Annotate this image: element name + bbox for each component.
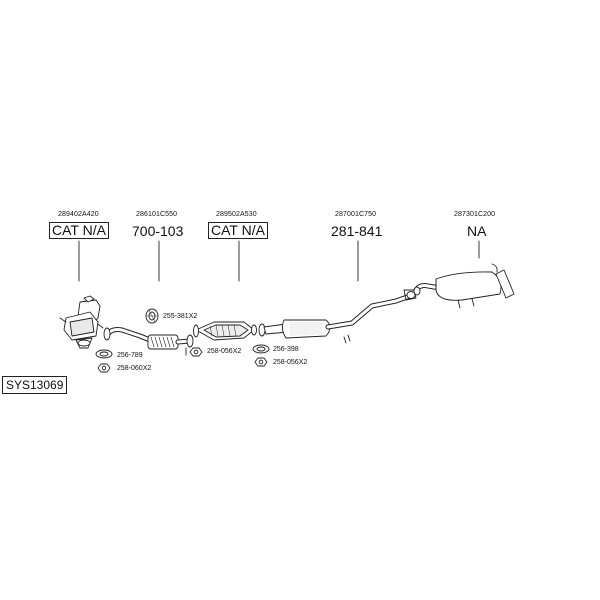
center-pipe-silencer <box>258 289 417 344</box>
hardware-label-1: 255-381X2 <box>163 313 198 320</box>
rear-silencer <box>413 263 515 309</box>
leader-lines <box>78 240 480 282</box>
part-reference-2: 700-103 <box>132 223 184 239</box>
part-reference-1: CAT N/A <box>49 222 109 239</box>
front-catalytic-converter <box>59 295 104 349</box>
nut-icon-258-056-b <box>254 357 268 367</box>
hardware-label-3: 258-060X2 <box>117 365 152 372</box>
oem-number-4: 287001C750 <box>335 211 377 218</box>
nut-icon-258-056-a <box>189 347 203 357</box>
oem-number-5: 287301C200 <box>454 211 496 218</box>
oem-number-3: 289502A530 <box>216 211 257 218</box>
hardware-label-4: 258-056X2 <box>207 348 242 355</box>
part-reference-3: CAT N/A <box>208 222 268 239</box>
gasket-icon-255-381 <box>145 308 159 324</box>
hardware-label-6: 258-056X2 <box>273 359 308 366</box>
hardware-label-2: 256-789 <box>117 352 143 359</box>
nut-icon-258-060 <box>97 363 111 373</box>
hardware-label-5: 256-398 <box>273 346 299 353</box>
part-reference-5: NA <box>467 223 487 239</box>
rear-catalytic-converter <box>193 321 257 341</box>
part-reference-4: 281-841 <box>331 223 383 239</box>
gasket-icon-256-398 <box>252 344 270 354</box>
gasket-icon-256-789 <box>95 349 113 359</box>
flex-pipe <box>103 327 194 356</box>
oem-number-2: 286101C550 <box>136 211 178 218</box>
oem-number-1: 289402A420 <box>58 211 99 218</box>
system-code: SYS13069 <box>2 376 68 394</box>
